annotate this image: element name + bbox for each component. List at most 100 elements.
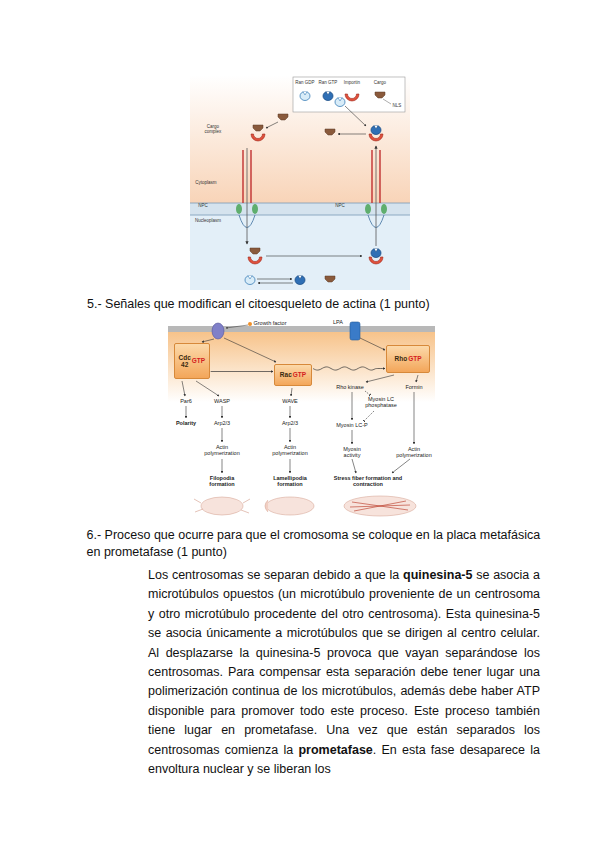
legend-text: Ran GTP [317,80,339,85]
gtpase-box: RacGTP [274,364,312,386]
signal-arrow [360,338,385,350]
gtpase-name: Cdc 42 [179,354,191,368]
plasma-membrane [168,326,435,332]
lamellipodium [265,500,268,512]
pathway-arrow [222,406,223,418]
pathway-label: Polarity [172,420,200,426]
cargo-icon [278,114,288,120]
pore-filament [242,150,243,203]
cell-filopodia [201,497,243,515]
gtpase-name: Rac [280,371,292,378]
figure-label: Cargo complex [199,124,227,134]
pathway-arrow [290,459,291,473]
cargo-icon [325,129,335,135]
pore-filament [379,150,380,203]
exchange-arrow [266,256,362,257]
pathway-label: Arp2/3 [210,420,234,426]
signal-arrow [202,339,214,342]
paragraph-text: Los centrosomas se separan debido a que … [148,568,399,582]
nuclear-envelope [190,203,410,215]
cytoplasm-ground [168,332,435,402]
legend-ran-gtp-icon [323,92,333,101]
legend-box [293,77,405,112]
cell-stress-fibers [344,496,416,516]
figure-label: Nucleoplasm [193,218,223,223]
pathway-label: LPA [330,319,346,325]
importin-icon [369,134,383,141]
legend-text: Cargo [370,80,390,85]
membrane-line [190,215,410,216]
npc-shape [365,204,371,214]
inhibition-line [365,391,370,395]
pathway-label: Lamellipodia formation [269,475,311,488]
importin-icon [248,257,262,264]
pathway-label: Actin polymerization [271,444,309,457]
pathway-arrow [222,428,223,442]
pathway-arrow [352,392,353,420]
pathway-arrow [290,406,291,418]
pathway-label: Myosin activity [336,446,368,459]
nucleoplasm-ground [190,215,410,290]
pore-filament [371,150,372,203]
pathway-arrow [182,381,185,396]
growth-factor-dot [248,322,252,326]
pathway-label: WASP [210,398,234,404]
legend-cargo-icon [375,92,385,98]
pathway-arrow [352,459,356,473]
stress-fibers [350,501,410,511]
pathway-label: Arp2/3 [278,420,302,426]
pathway-arrow [366,375,394,382]
ran-arrow [345,106,366,126]
section-heading: 5.- Señales que modifican el citoesquele… [87,296,587,313]
ran-gtp-icon [371,126,381,135]
pathway-arrow [416,375,418,382]
pathway-label: Rho kinase [334,384,366,390]
release-arrow [338,134,366,135]
figure-label: NLS [390,103,404,108]
legend-text: Importin [341,80,363,85]
filopodia [194,499,250,513]
legend-text: Ran GDP [293,80,317,85]
inhibition-line [364,411,374,421]
cargo-icon [253,125,263,131]
pathway-label: WAVE [278,398,302,404]
export-arrow [376,146,377,246]
cargo-icon [250,248,260,254]
receptor [212,323,224,339]
gtpase-name: Rho [394,355,407,362]
gtp-label: GTP [293,371,306,378]
pathway-arrow [196,381,219,396]
cycle-arrow [258,283,293,284]
pathway-arrow [222,459,223,473]
pathway-label: Myosin LC-P [333,422,371,428]
paragraph-text: se asocia a microtúbulos opuestos (un mi… [148,568,540,757]
gtpase-box: Cdc 42GTP [174,343,210,379]
pathway-label: Formin [402,384,426,390]
pathway-arrow [290,428,291,442]
cycle-arrow [257,279,292,280]
figure-label: NPC [196,203,210,208]
membrane-line [190,203,410,204]
ran-gtp-icon [295,276,305,285]
legend-importin-icon [345,94,359,101]
import-arrow [247,148,248,244]
gtp-label: GTP [408,355,421,362]
pathway-label: Actin polymerization [203,444,241,457]
gtpase-box: RhoGTP [386,345,430,373]
pathway-label: Myosin LC phosphatase [363,396,399,409]
wavy-activation-arrow [313,367,385,370]
binding-arrow [226,325,248,328]
pathway-label: Actin polymerization [395,446,433,459]
cargo-icon [325,276,335,282]
pathway-label: Growth factor [250,320,290,326]
body-paragraph: Los centrosomas se separan debido a que … [148,566,540,779]
importin-icon [369,257,383,264]
bold-term: quinesina-5 [403,568,472,582]
pathway-arrow [414,392,415,444]
npc-shape [236,204,242,214]
ran-gdp-icon [335,98,345,107]
figure-label: Cytoplasm [192,180,220,185]
pathway-arrow [186,406,187,418]
